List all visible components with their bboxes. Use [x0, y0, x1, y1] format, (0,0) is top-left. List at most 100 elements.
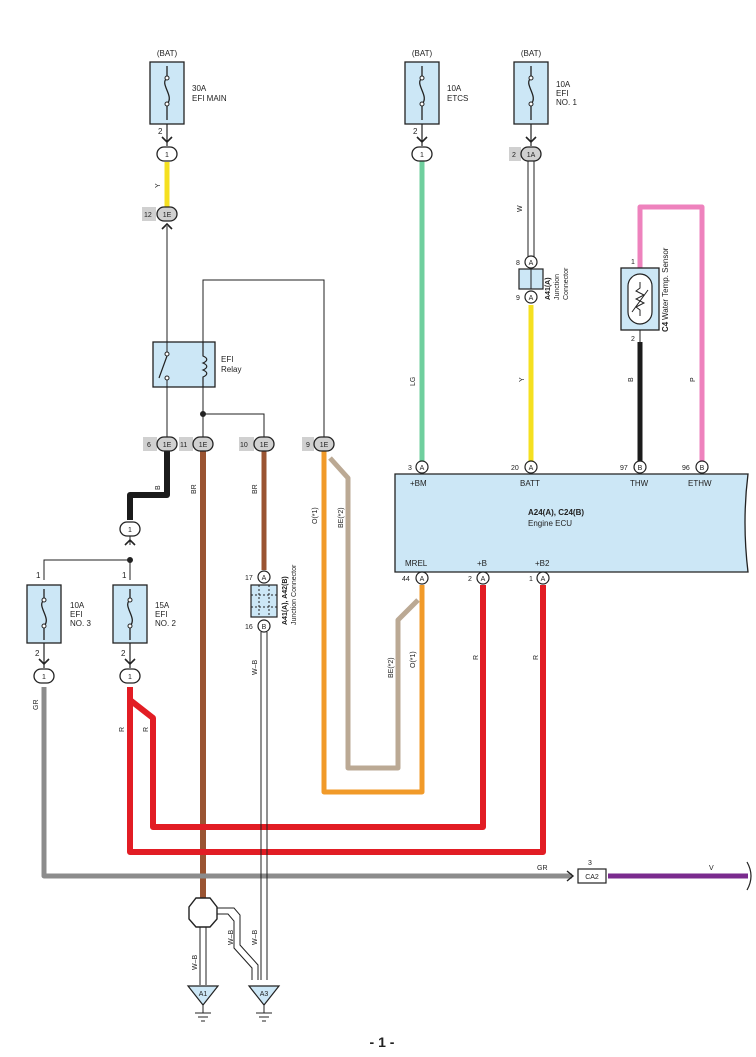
ecu-pin-thw: THW — [630, 479, 649, 488]
fuse-efi-no2: 1 15A EFI NO. 2 2 — [112, 571, 176, 668]
connector-label: A — [262, 575, 267, 582]
jc-name: Junction Connector — [291, 564, 298, 625]
connector-etcs: 1 — [411, 146, 433, 162]
jc-name: Junction — [554, 274, 561, 300]
fuse-name: EFI — [556, 89, 568, 98]
page-number: - 1 - — [370, 1034, 395, 1050]
pin-number: 11 — [180, 442, 187, 449]
pin-number: 2 — [158, 127, 163, 136]
relay-name: EFI — [221, 355, 233, 364]
wire-gray-gr — [41, 687, 572, 879]
connector-label: 1 — [420, 152, 424, 159]
connector-label: B — [262, 624, 267, 631]
bat-label: (BAT) — [521, 49, 542, 58]
wire-label-r: R — [473, 655, 480, 660]
wire-label-y: Y — [155, 183, 162, 188]
pin-number: 1 — [36, 571, 41, 580]
pin-number: 2 — [35, 649, 40, 658]
bat-label: (BAT) — [157, 49, 178, 58]
pin-number: 9 — [306, 442, 310, 449]
connector-label: 1E — [199, 442, 208, 449]
wire-beige-be2 — [328, 456, 420, 771]
connector-label: 1E — [260, 442, 269, 449]
ground-label: A3 — [260, 991, 269, 998]
ground-label: A1 — [199, 991, 208, 998]
wire-label-w-b: W–B — [192, 955, 199, 971]
pin-number: 20 — [511, 465, 519, 472]
fuse-rating: 10A — [556, 80, 571, 89]
pin-number: 9 — [516, 295, 520, 302]
wire-red-efi-no2-b — [127, 585, 546, 855]
pin-number: 97 — [620, 465, 628, 472]
ecu-pin-bm: +BM — [410, 479, 427, 488]
wire-violet-cut — [746, 861, 752, 891]
connector-label: 1 — [42, 674, 46, 681]
pin-number: 1 — [122, 571, 127, 580]
wire-label-gr: GR — [33, 700, 40, 711]
relay-name: Relay — [221, 365, 241, 374]
fuse-rating: 10A — [70, 601, 85, 610]
wire-label-lg: LG — [410, 377, 417, 386]
fuse-etcs: (BAT) 10A ETCS 2 — [404, 49, 468, 146]
pin-number: 96 — [682, 465, 690, 472]
wire-label-p: P — [690, 377, 697, 382]
terminal-label: A — [529, 465, 534, 472]
pin-number: 2 — [631, 336, 635, 343]
wire-label-r: R — [533, 655, 540, 660]
terminal-label: B — [638, 465, 643, 472]
connector-1e-6: 6 1E — [143, 436, 178, 452]
connector-label: 1 — [165, 152, 169, 159]
junction-connector-a41-a42: A 17 B 16 A41(A), A42(B) Junction Connec… — [245, 564, 298, 633]
wire-label-w-b: W–B — [228, 930, 235, 946]
wire-label-be2: BE(*2) — [338, 507, 345, 528]
wire-label-r: R — [143, 727, 150, 732]
jc-id: A41(A) — [545, 277, 552, 300]
ecu-name: Engine ECU — [528, 519, 572, 528]
terminal-label: A — [420, 576, 425, 583]
jc-name: Connector — [563, 267, 570, 300]
fuse-name: NO. 3 — [70, 619, 91, 628]
pin-number: 3 — [588, 860, 592, 867]
terminal-label: A — [541, 576, 546, 583]
terminal-label: A — [481, 576, 486, 583]
pin-number: 2 — [512, 152, 516, 159]
pin-number: 44 — [402, 576, 410, 583]
ecu-pin-b: +B — [477, 559, 487, 568]
ecu-pin-b2: +B2 — [535, 559, 550, 568]
pin-number: 6 — [147, 442, 151, 449]
wire-label-y: Y — [519, 377, 526, 382]
ecu-pin-batt: BATT — [520, 479, 540, 488]
sensor-id: C4 — [661, 321, 670, 332]
fuse-efi-no3: 1 10A EFI NO. 3 2 — [26, 571, 91, 668]
connector-1e-10: 10 1E — [239, 436, 275, 452]
connector-label: 1E — [163, 442, 172, 449]
thin-wires — [43, 160, 535, 985]
connector-label: 1 — [128, 674, 132, 681]
connector-label: 1 — [128, 527, 132, 534]
fuse-efi-main: (BAT) 30A EFI MAIN 2 — [149, 49, 227, 146]
splice-point — [188, 897, 218, 928]
sensor-name: Water Temp. Sensor — [661, 247, 670, 320]
junction-connector-a41: A 8 A 9 A41(A) Junction Connector — [516, 255, 570, 304]
connector-1e-11: 11 1E — [179, 436, 214, 452]
ecu-id: A24(A), C24(B) — [528, 508, 584, 517]
wire-pink-ethw — [637, 204, 705, 462]
connector-efi-main-top: 1 — [156, 146, 178, 162]
wire-label-gr: GR — [537, 865, 548, 872]
ca2-label: CA2 — [585, 874, 599, 881]
pin-number: 17 — [245, 575, 253, 582]
connector-1e-12: 12 1E — [142, 206, 178, 230]
wire-label-be2: BE(*2) — [388, 657, 395, 678]
pin-number: 16 — [245, 624, 253, 631]
fuse-name: NO. 2 — [155, 619, 176, 628]
connector-1a: 2 1A — [509, 146, 542, 162]
fuse-rating: 15A — [155, 601, 170, 610]
wire-label-o1: O(*1) — [312, 507, 319, 524]
wire-label-v: V — [709, 865, 714, 872]
connector-label: 1E — [163, 212, 172, 219]
connector-ca2: 3 CA2 — [566, 860, 607, 884]
pin-number: 10 — [240, 442, 248, 449]
water-temp-sensor: 1 2 C4 Water Temp. Sensor — [620, 247, 670, 344]
pin-number: 8 — [516, 260, 520, 267]
wire-label-br: BR — [252, 484, 259, 494]
